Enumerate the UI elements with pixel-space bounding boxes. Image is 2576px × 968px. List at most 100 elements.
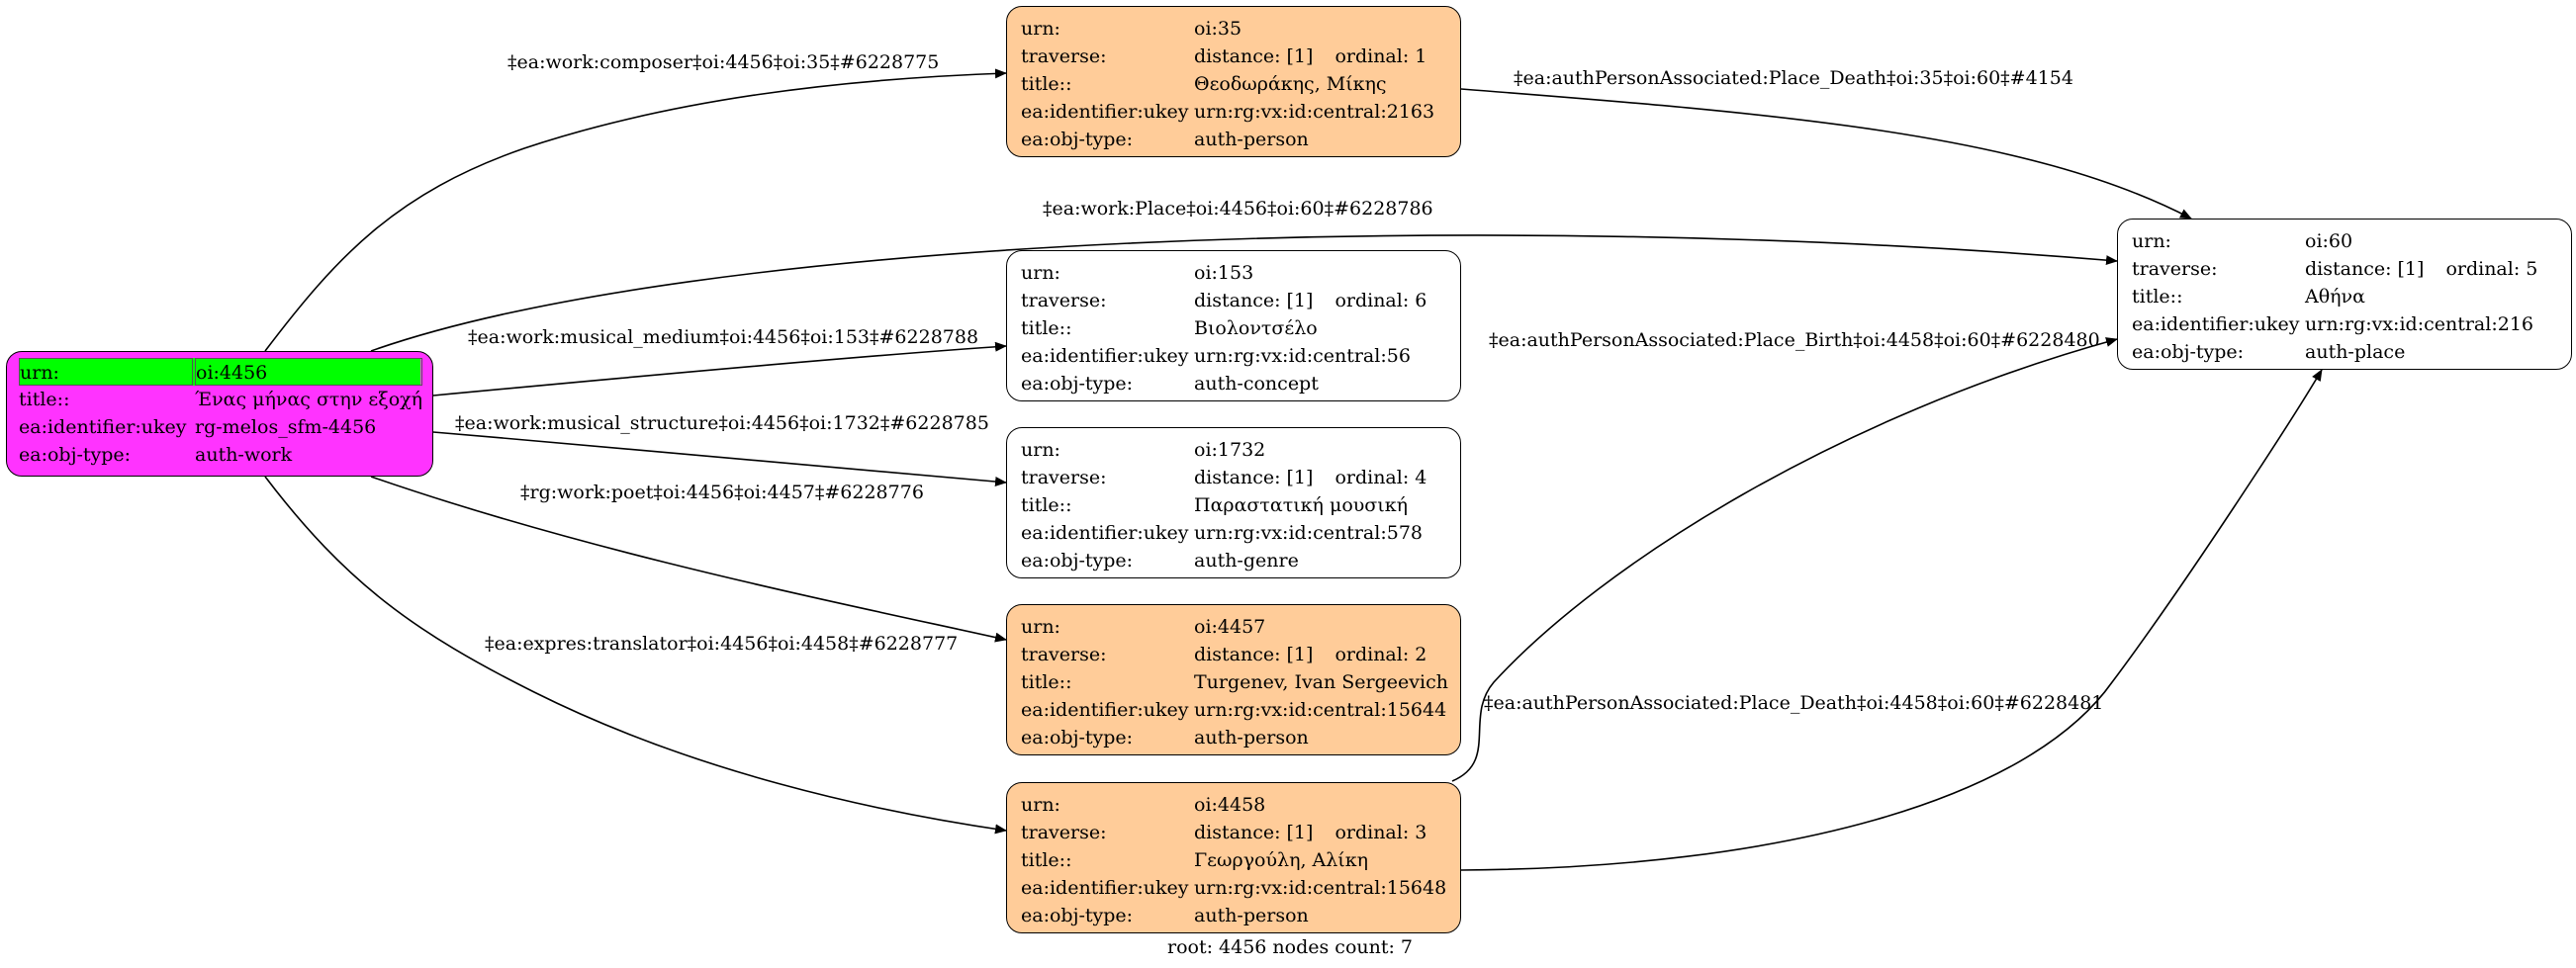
row-key: traverse: — [1021, 290, 1107, 311]
row-key: title:: — [1021, 849, 1072, 871]
row-value: auth-concept — [1194, 373, 1319, 395]
edge-place — [370, 234, 2118, 352]
edge-label-musical-structure: ‡ea:work:musical_structure‡oi:4456‡oi:17… — [455, 412, 989, 434]
row-ordinal: ordinal: 2 — [1334, 644, 1427, 665]
edge-label-poet: ‡rg:work:poet‡oi:4456‡oi:4457‡#6228776 — [520, 482, 924, 503]
row-value: rg-melos_sfm-4456 — [195, 416, 377, 438]
row-key: traverse: — [1021, 45, 1107, 67]
edge-label-death-oi35: ‡ea:authPersonAssociated:Place_Death‡oi:… — [1514, 67, 2073, 89]
node-row-title: title::Αθήνα — [2132, 283, 2557, 310]
row-value: urn:rg:vx:id:central:216 — [2305, 313, 2534, 335]
row-value: oi:4456 — [195, 358, 422, 386]
row-key: traverse: — [1021, 644, 1107, 665]
node-row-title: title::Θεοδωράκης, Μίκης — [1021, 70, 1446, 98]
node-oi4458[interactable]: urn:oi:4458 traverse:distance: [1]ordina… — [1006, 782, 1461, 933]
edge-label-death-oi4458: ‡ea:authPersonAssociated:Place_Death‡oi:… — [1484, 692, 2104, 714]
row-key: traverse: — [1021, 467, 1107, 488]
row-key: urn: — [1021, 616, 1060, 638]
row-key: ea:identifier:ukey — [1021, 699, 1189, 721]
row-value: oi:60 — [2305, 230, 2353, 252]
node-oi153[interactable]: urn:oi:153 traverse: distance: [1] ordinal… — [1006, 250, 1461, 401]
row-value: Γεωργούλη, Αλίκη — [1194, 849, 1369, 871]
node-oi35[interactable]: urn:oi:35 traverse:distance: [1]ordinal:… — [1006, 6, 1461, 157]
row-ordinal: ordinal: 1 — [1334, 45, 1427, 67]
row-key: ea:obj-type: — [1021, 550, 1134, 572]
node-root-oi4456[interactable]: urn: oi:4456 title:: Ένας μήνας στην εξο… — [6, 351, 433, 477]
node-row-obj-type: ea:obj-type:auth-person — [1021, 724, 1446, 751]
row-key: title:: — [1021, 494, 1072, 516]
row-key: traverse: — [2132, 258, 2218, 280]
node-oi4457[interactable]: urn: oi:4457 traverse: distance: [1] ordina… — [1006, 604, 1461, 755]
node-row-traverse: traverse: distance: [1] ordinal: 2 — [1021, 641, 1446, 668]
row-value: auth-place — [2305, 341, 2406, 363]
row-value: Turgenev, Ivan Sergeevich — [1194, 671, 1448, 693]
row-value: urn:rg:vx:id:central:15648 — [1194, 877, 1447, 899]
row-key: title:: — [1021, 671, 1072, 693]
row-value: Αθήνα — [2305, 286, 2365, 308]
row-key: urn: — [2132, 230, 2171, 252]
row-key: urn: — [19, 358, 193, 386]
row-value: distance: [1] — [1194, 822, 1314, 843]
row-ordinal: ordinal: 4 — [1334, 467, 1427, 488]
node-row-obj-type: ea:obj-type: auth-person — [1021, 902, 1446, 929]
edge-label-musical-medium: ‡ea:work:musical_medium‡oi:4456‡oi:153‡#… — [468, 326, 979, 348]
node-row-title: title:: Ένας μήνας στην εξοχή — [19, 386, 422, 413]
row-ordinal: ordinal: 6 — [1334, 290, 1427, 311]
row-value: Θεοδωράκης, Μίκης — [1194, 73, 1387, 95]
edge-label-composer: ‡ea:work:composer‡oi:4456‡oi:35‡#6228775 — [507, 51, 940, 73]
row-key: ea:obj-type: — [1021, 905, 1134, 926]
edge-death-oi4458 — [1460, 369, 2323, 871]
row-value: auth-person — [1194, 727, 1309, 748]
edge-musical-medium — [432, 341, 1007, 396]
row-key: urn: — [1021, 18, 1060, 40]
row-key: title:: — [1021, 317, 1072, 339]
row-key: title:: — [2132, 286, 2183, 308]
row-value: distance: [1] — [1194, 644, 1314, 665]
row-value: distance: [1] — [2305, 258, 2425, 280]
row-value: distance: [1] — [1194, 467, 1314, 488]
node-row-title: title::Παραστατική μουσική — [1021, 491, 1446, 519]
edge-death-oi35 — [1460, 88, 2192, 220]
row-value: urn:rg:vx:id:central:15644 — [1194, 699, 1447, 721]
node-oi60[interactable]: urn:oi:60 traverse:distance: [1]ordinal:… — [2117, 219, 2572, 370]
row-value: oi:1732 — [1194, 439, 1266, 461]
edge-musical-structure — [432, 431, 1007, 487]
node-oi1732[interactable]: urn: oi:1732 traverse: distance: [1] ordina… — [1006, 427, 1461, 578]
row-key: urn: — [1021, 439, 1060, 461]
row-key: ea:identifier:ukey — [1021, 877, 1189, 899]
row-value: auth-work — [195, 444, 293, 466]
node-row-obj-type: ea:obj-type:auth-place — [2132, 338, 2557, 366]
node-row-urn: urn:oi:153 — [1021, 259, 1446, 287]
row-value: auth-person — [1194, 129, 1309, 150]
node-row-traverse: traverse:distance: [1]ordinal: 1 — [1021, 43, 1446, 70]
edge-label-place: ‡ea:work:Place‡oi:4456‡oi:60‡#6228786 — [1043, 198, 1433, 220]
row-value: oi:153 — [1194, 262, 1254, 284]
node-row-title: title::Turgenev, Ivan Sergeevich — [1021, 668, 1448, 696]
node-row-urn: urn: oi:4457 — [1021, 613, 1446, 641]
node-row-obj-type: ea:obj-type: auth-person — [1021, 126, 1446, 153]
node-row-obj-type: ea:obj-type: auth-genre — [1021, 547, 1446, 574]
row-value: urn:rg:vx:id:central:578 — [1194, 522, 1424, 544]
edge-poet — [370, 476, 1007, 643]
edge-translator — [264, 476, 1007, 835]
row-key: ea:obj-type: — [1021, 129, 1134, 150]
node-row-obj-type: ea:obj-type: auth-work — [19, 441, 420, 469]
node-row-title: title::Γεωργούλη, Αλίκη — [1021, 846, 1446, 874]
graph-footer: root: 4456 nodes count: 7 — [1167, 936, 1414, 958]
row-value: oi:4457 — [1194, 616, 1266, 638]
node-row-urn: urn: oi:60 — [2132, 227, 2557, 255]
row-value: auth-genre — [1194, 550, 1299, 572]
row-key: ea:identifier:ukey — [1021, 101, 1189, 123]
node-row-urn: urn:oi:35 — [1021, 15, 1446, 43]
row-key: ea:identifier:ukey — [19, 416, 187, 438]
node-row-title: title::Βιολοντσέλο — [1021, 314, 1446, 342]
row-key: ea:identifier:ukey — [1021, 522, 1189, 544]
row-value: auth-person — [1194, 905, 1309, 926]
row-value: distance: [1] — [1194, 290, 1314, 311]
row-value: urn:rg:vx:id:central:2163 — [1194, 101, 1435, 123]
